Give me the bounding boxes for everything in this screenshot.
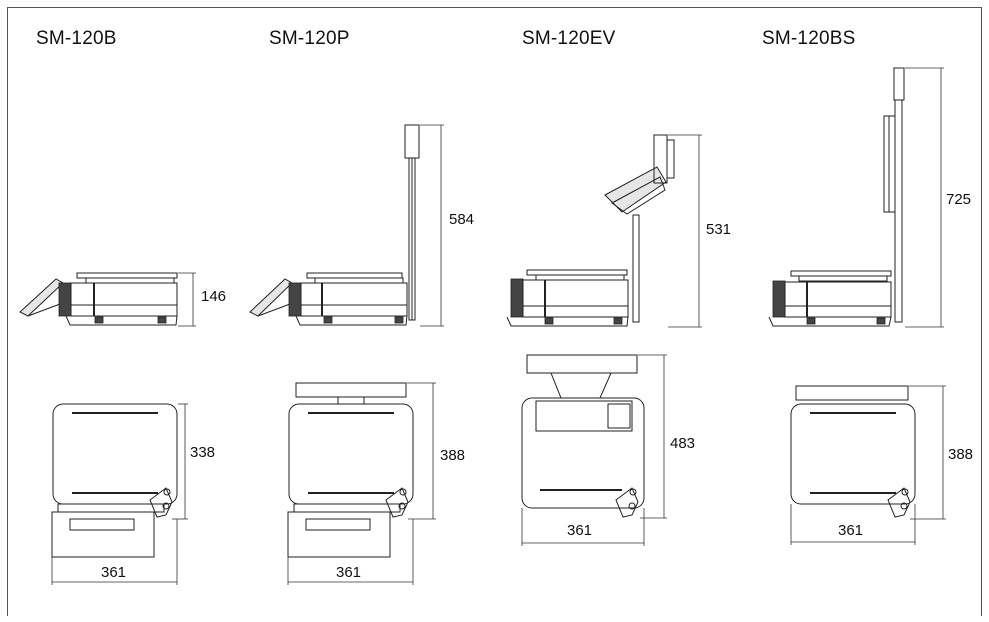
platter bbox=[306, 272, 403, 279]
front-panel bbox=[58, 282, 72, 317]
side-handle bbox=[385, 487, 409, 518]
front-panel bbox=[510, 278, 524, 318]
model-title-sm-120p: SM-120P bbox=[269, 28, 350, 49]
model-title-sm-120ev: SM-120EV bbox=[522, 28, 616, 49]
scale-body bbox=[300, 282, 408, 317]
side-view-sm-120bs bbox=[768, 67, 944, 328]
model-title-sm-120bs: SM-120BS bbox=[762, 28, 856, 49]
top-view-sm-120b bbox=[51, 403, 188, 585]
dim-width-sm-120p: 361 bbox=[336, 564, 362, 581]
front-panel bbox=[772, 280, 786, 318]
dim-height-sm-120p: 584 bbox=[449, 211, 475, 228]
top-view-sm-120ev bbox=[521, 354, 667, 546]
dim-depth-sm-120ev: 483 bbox=[670, 435, 696, 452]
dim-width-sm-120b: 361 bbox=[101, 564, 127, 581]
dim-height-sm-120ev: 531 bbox=[706, 221, 732, 238]
platter-outline bbox=[52, 403, 178, 505]
pole bbox=[894, 99, 903, 323]
side-handle bbox=[887, 487, 911, 518]
dim-depth-sm-120p: 388 bbox=[440, 447, 466, 464]
dim-height-sm-120b: 146 bbox=[201, 288, 227, 305]
platter bbox=[76, 272, 178, 279]
pole bbox=[632, 214, 640, 323]
platter bbox=[526, 269, 628, 276]
operator-display bbox=[249, 278, 293, 317]
side-view-sm-120b bbox=[19, 272, 196, 327]
side-handle bbox=[149, 487, 173, 518]
frame-border bbox=[7, 7, 982, 616]
model-title-sm-120b: SM-120B bbox=[36, 28, 117, 49]
platter-outline bbox=[790, 403, 916, 505]
display-head bbox=[604, 166, 667, 213]
platter-outline bbox=[521, 397, 645, 509]
pole-top-display bbox=[893, 67, 905, 101]
side-handle bbox=[615, 487, 639, 518]
front-panel bbox=[288, 282, 302, 317]
side-view-sm-120p bbox=[249, 124, 444, 327]
platter bbox=[790, 270, 892, 277]
scale-body bbox=[70, 282, 178, 317]
pole-display-top bbox=[295, 382, 407, 398]
display-head-top bbox=[526, 354, 638, 374]
top-view-sm-120p bbox=[287, 382, 436, 585]
pole-display bbox=[404, 124, 420, 159]
pole-display-top bbox=[795, 385, 909, 401]
dim-depth-sm-120bs: 388 bbox=[948, 446, 974, 463]
operator-panel bbox=[535, 400, 633, 432]
dim-height-sm-120bs: 725 bbox=[946, 191, 972, 208]
display-unit bbox=[287, 511, 391, 558]
dim-width-sm-120ev: 361 bbox=[567, 522, 593, 539]
scale-body bbox=[784, 281, 892, 318]
display-unit bbox=[51, 511, 155, 558]
dim-depth-sm-120b: 338 bbox=[190, 444, 216, 461]
platter-outline bbox=[288, 403, 414, 505]
top-view-sm-120bs bbox=[790, 385, 946, 545]
scale-body bbox=[522, 279, 629, 318]
side-view-sm-120ev bbox=[506, 134, 702, 328]
dim-width-sm-120bs: 361 bbox=[838, 522, 864, 539]
